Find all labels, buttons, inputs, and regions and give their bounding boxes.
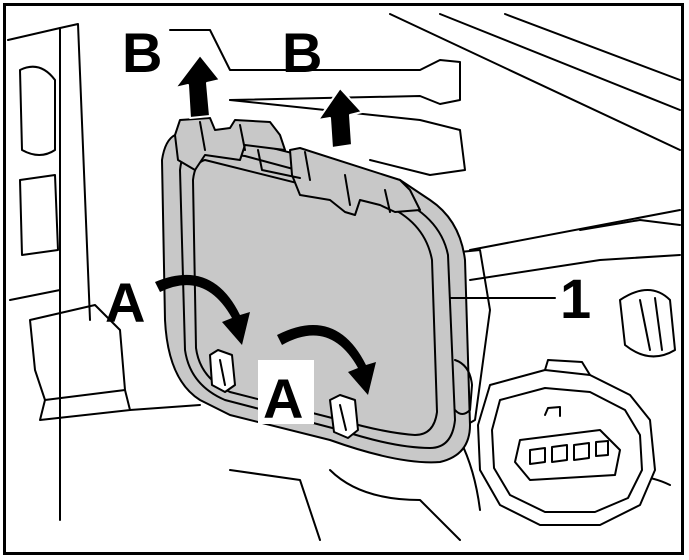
label-a-bottom: A	[263, 367, 303, 430]
label-b-left: B	[122, 21, 162, 84]
label-a-left: A	[105, 271, 145, 334]
connector-plug	[459, 359, 656, 526]
rotation-arrow-left	[155, 274, 250, 345]
rotation-arrow-bottom	[277, 325, 376, 395]
pull-arrow-right	[317, 87, 363, 149]
label-part-1: 1	[560, 267, 591, 330]
label-backing	[258, 360, 314, 424]
cover-part-1	[161, 117, 473, 464]
housing-background	[7, 13, 681, 541]
diagram-frame	[3, 3, 684, 555]
label-b-right: B	[282, 21, 322, 84]
pull-arrow-left	[174, 54, 221, 119]
